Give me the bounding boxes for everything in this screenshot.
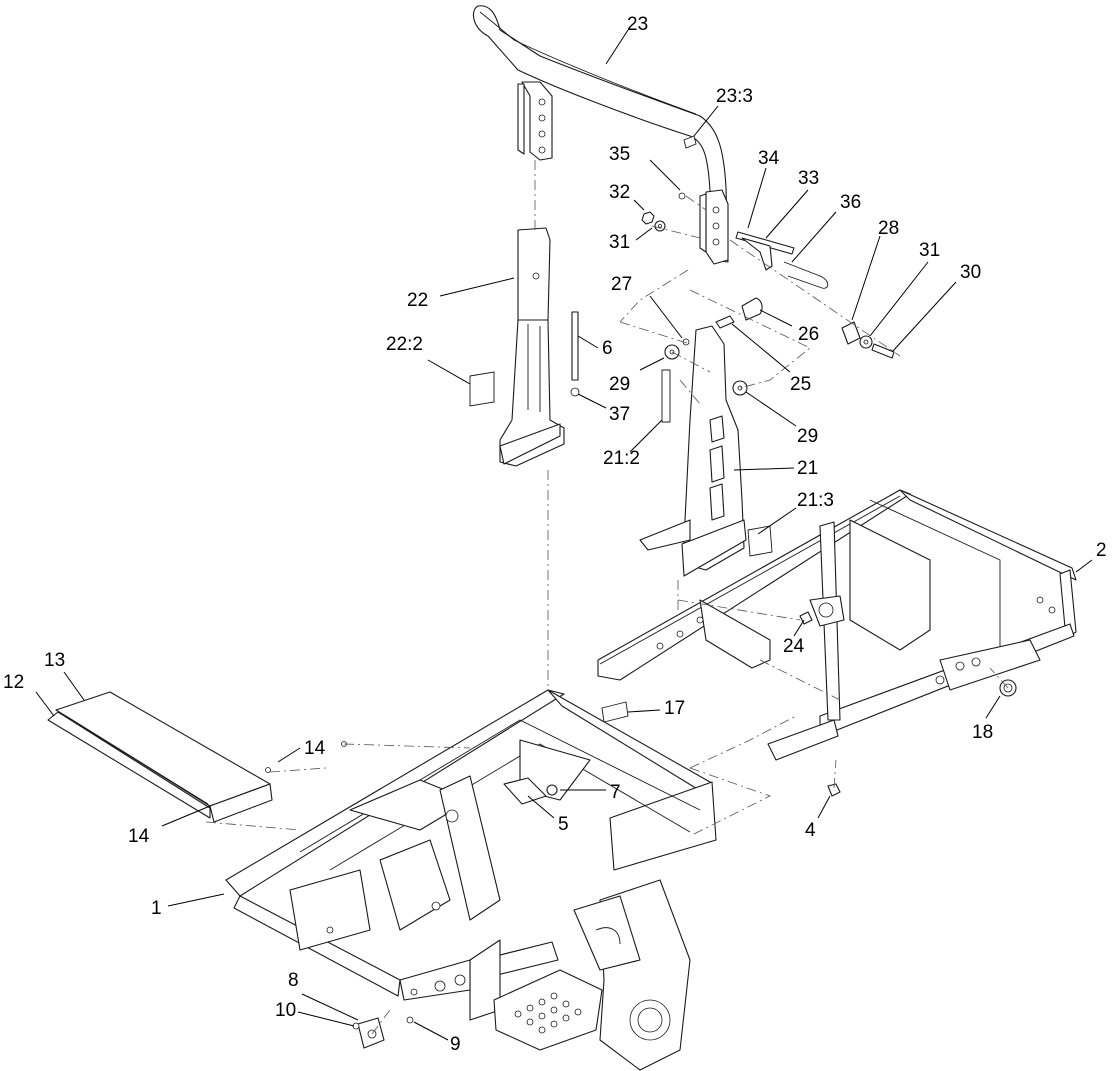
callout-25: 25 (790, 374, 811, 395)
callout-2: 2 (1096, 540, 1107, 561)
callout-36: 36 (840, 192, 861, 213)
callout-28: 28 (878, 218, 899, 239)
callout-31: 31 (919, 240, 940, 261)
callout-labels: 23 23:3 35 34 33 36 32 31 28 31 30 22 27… (3, 14, 1107, 1055)
callout-8: 8 (288, 970, 299, 991)
callout-26: 26 (798, 324, 819, 345)
callout-31: 31 (609, 232, 630, 253)
callout-37: 37 (609, 404, 630, 425)
callout-1: 1 (151, 898, 162, 919)
callout-14: 14 (304, 738, 326, 759)
callout-32: 32 (609, 182, 630, 203)
roll-bar-upper (472, 5, 729, 265)
callout-18: 18 (972, 722, 993, 743)
callout-22-2: 22:2 (386, 334, 423, 355)
small-parts (352, 701, 841, 1049)
callout-30: 30 (960, 262, 981, 283)
callout-34: 34 (758, 148, 780, 169)
callout-5: 5 (558, 814, 569, 835)
callout-24: 24 (783, 636, 805, 657)
callout-7: 7 (610, 782, 621, 803)
callout-4: 4 (805, 820, 816, 841)
callout-29: 29 (797, 426, 818, 447)
callout-29: 29 (609, 374, 630, 395)
callout-14: 14 (128, 826, 150, 847)
floor-pan (47, 691, 347, 823)
callout-33: 33 (798, 168, 819, 189)
callout-23: 23 (627, 14, 648, 35)
callout-21: 21 (797, 458, 818, 479)
alignment-lines (205, 160, 1009, 1035)
rear-frame (597, 489, 1077, 761)
leader-lines (35, 29, 1093, 1041)
callout-12: 12 (3, 672, 24, 693)
callout-22: 22 (407, 290, 428, 311)
callout-23-3: 23:3 (716, 86, 753, 107)
callout-21-3: 21:3 (797, 490, 834, 511)
callout-6: 6 (602, 338, 613, 359)
callout-13: 13 (44, 650, 65, 671)
callout-17: 17 (664, 698, 685, 719)
callout-9: 9 (450, 1034, 461, 1055)
roll-bar-left-upright (469, 227, 565, 467)
callout-21-2: 21:2 (603, 448, 640, 469)
callout-35: 35 (609, 144, 630, 165)
roll-bar-right-upright (639, 325, 773, 577)
main-frame (225, 689, 717, 1071)
callout-10: 10 (275, 1000, 296, 1021)
callout-27: 27 (611, 274, 632, 295)
